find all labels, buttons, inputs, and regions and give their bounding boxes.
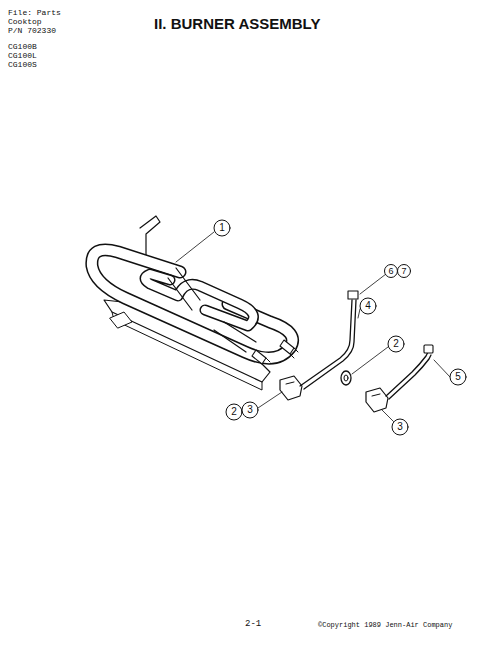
- header-note: CG100S: [8, 60, 37, 69]
- page-number: 2-1: [245, 620, 261, 629]
- callout-number: 2: [388, 338, 404, 350]
- callout-number: 5: [450, 371, 466, 383]
- header-note: CG100B: [8, 42, 37, 51]
- callout-number: 1: [214, 222, 230, 234]
- callout-number: 3: [242, 404, 258, 416]
- callout-number: 4: [360, 300, 376, 312]
- copyright-note: ©Copyright 1989 Jenn-Air Company: [318, 621, 452, 630]
- callout-number: 6: [383, 265, 399, 277]
- callout-number: 3: [392, 421, 408, 433]
- header-note: Cooktop: [8, 17, 42, 26]
- header-note: File: Parts: [8, 8, 61, 17]
- header-note: P/N 702330: [8, 26, 56, 35]
- callout-number: 2: [226, 406, 242, 418]
- header-note: CG100L: [8, 51, 37, 60]
- page-title: II. BURNER ASSEMBLY: [154, 15, 320, 33]
- callout-number: 7: [396, 265, 412, 277]
